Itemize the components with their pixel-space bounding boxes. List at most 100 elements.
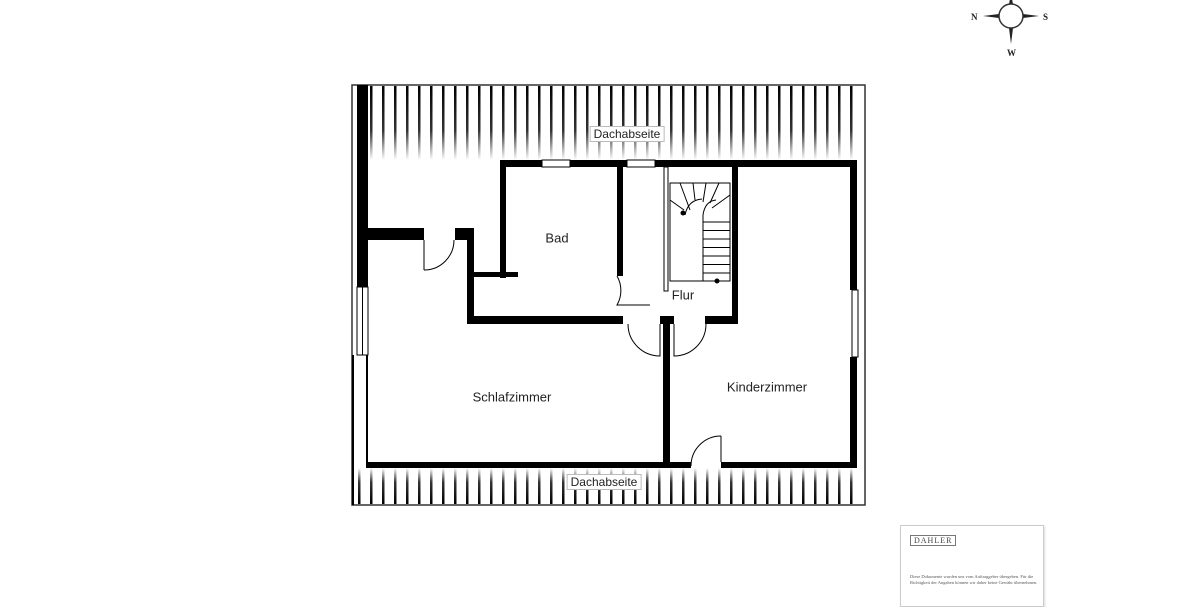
roof-hatch-line [382, 468, 385, 504]
roof-hatch-line [430, 468, 433, 504]
roof-hatch-line [802, 86, 805, 160]
roof-hatch-line [478, 468, 481, 504]
room-label-bad: Bad [545, 230, 569, 246]
roof-hatch-bottom [358, 468, 853, 504]
roof-hatch-line [682, 86, 685, 160]
roof-hatch-line [466, 86, 469, 160]
stair-step [709, 182, 720, 204]
roof-hatch-line [382, 86, 385, 160]
roof-hatch-line [526, 86, 529, 160]
roof-hatch-line [526, 468, 529, 504]
walls [352, 85, 859, 505]
roof-hatch-line [778, 468, 781, 504]
compass-north: N [971, 12, 978, 22]
roof-hatch-line [766, 86, 769, 160]
roof-hatch-line [442, 86, 445, 160]
roof-hatch-line [538, 86, 541, 160]
roof-hatch-line [490, 86, 493, 160]
roof-hatch-line [622, 86, 625, 160]
roof-hatch-line [670, 468, 673, 504]
roof-hatch-line [694, 86, 697, 160]
roof-hatch-line [646, 468, 649, 504]
roof-hatch-line [850, 86, 853, 160]
stair-step [669, 199, 685, 211]
room-label-schlafzimmer: Schlafzimmer [472, 389, 552, 405]
info-card: DAHLER Diese Dokumente wurden uns vom Au… [900, 525, 1044, 607]
roof-hatch-line [718, 468, 721, 504]
roof-hatch-line [370, 86, 373, 160]
doors [423, 239, 722, 467]
roof-hatch-line [610, 86, 613, 160]
roof-hatch-line [394, 86, 397, 160]
roof-hatch-line [730, 468, 733, 504]
roof-hatch-line [430, 86, 433, 160]
roof-hatch-line [718, 86, 721, 160]
roof-hatch-line [478, 86, 481, 160]
roof-hatch-line [418, 86, 421, 160]
roof-hatch-line [754, 86, 757, 160]
roof-hatch-line [406, 86, 409, 160]
roof-hatch-line [706, 86, 709, 160]
staircase [669, 182, 731, 284]
roof-hatch-line [514, 86, 517, 160]
roof-hatch-line [550, 86, 553, 160]
disclaimer-text: Diese Dokumente wurden uns vom Auftragge… [910, 574, 1038, 585]
roof-hatch-line [394, 468, 397, 504]
roof-hatch-line [514, 468, 517, 504]
roof-hatch-line [658, 468, 661, 504]
roof-hatch-line [454, 86, 457, 160]
roof-hatch-line [838, 86, 841, 160]
compass-south: S [1043, 12, 1049, 22]
roof-hatch-line [370, 468, 373, 504]
roof-hatch-line [802, 468, 805, 504]
roof-hatch-line [778, 86, 781, 160]
roof-hatch-line [670, 86, 673, 160]
roof-hatch-line [574, 86, 577, 160]
roof-hatch-line [766, 468, 769, 504]
roof-hatch-line [538, 468, 541, 504]
roof-hatch-top [358, 86, 853, 160]
roof-hatch-line [754, 468, 757, 504]
room-label-kinderzimmer: Kinderzimmer [726, 379, 808, 395]
roof-hatch-line [682, 468, 685, 504]
roof-hatch-line [454, 468, 457, 504]
roof-hatch-line [658, 86, 661, 160]
roof-hatch-line [742, 468, 745, 504]
dahler-logo: DAHLER [910, 535, 957, 546]
roof-hatch-line [550, 468, 553, 504]
roof-hatch-line [814, 468, 817, 504]
roof-hatch-line [694, 468, 697, 504]
roof-hatch-line [706, 468, 709, 504]
room-label-dachabseite-top: Dachabseite [589, 126, 665, 142]
stair-step [679, 182, 691, 211]
compass-west: W [1007, 48, 1016, 58]
roof-hatch-line [418, 468, 421, 504]
roof-hatch-line [502, 468, 505, 504]
room-label-flur: Flur [671, 287, 695, 303]
roof-hatch-line [826, 468, 829, 504]
roof-hatch-line [442, 468, 445, 504]
roof-hatch-line [838, 468, 841, 504]
stair-step [711, 194, 731, 209]
roof-hatch-line [466, 468, 469, 504]
roof-hatch-line [502, 86, 505, 160]
roof-hatch-line [490, 468, 493, 504]
roof-hatch-line [826, 86, 829, 160]
roof-hatch-line [850, 468, 853, 504]
roof-hatch-line [730, 86, 733, 160]
roof-hatch-line [562, 86, 565, 160]
roof-hatch-line [790, 86, 793, 160]
roof-hatch-line [406, 468, 409, 504]
roof-outline [351, 84, 866, 506]
roof-hatch-line [646, 86, 649, 160]
roof-hatch-line [790, 468, 793, 504]
roof-hatch-line [598, 86, 601, 160]
roof-hatch-line [358, 468, 361, 504]
roof-hatch-line [586, 86, 589, 160]
room-label-dachabseite-bottom: Dachabseite [566, 474, 642, 490]
roof-hatch-line [562, 468, 565, 504]
compass-icon [983, 0, 1039, 44]
roof-hatch-line [814, 86, 817, 160]
roof-hatch-line [634, 86, 637, 160]
